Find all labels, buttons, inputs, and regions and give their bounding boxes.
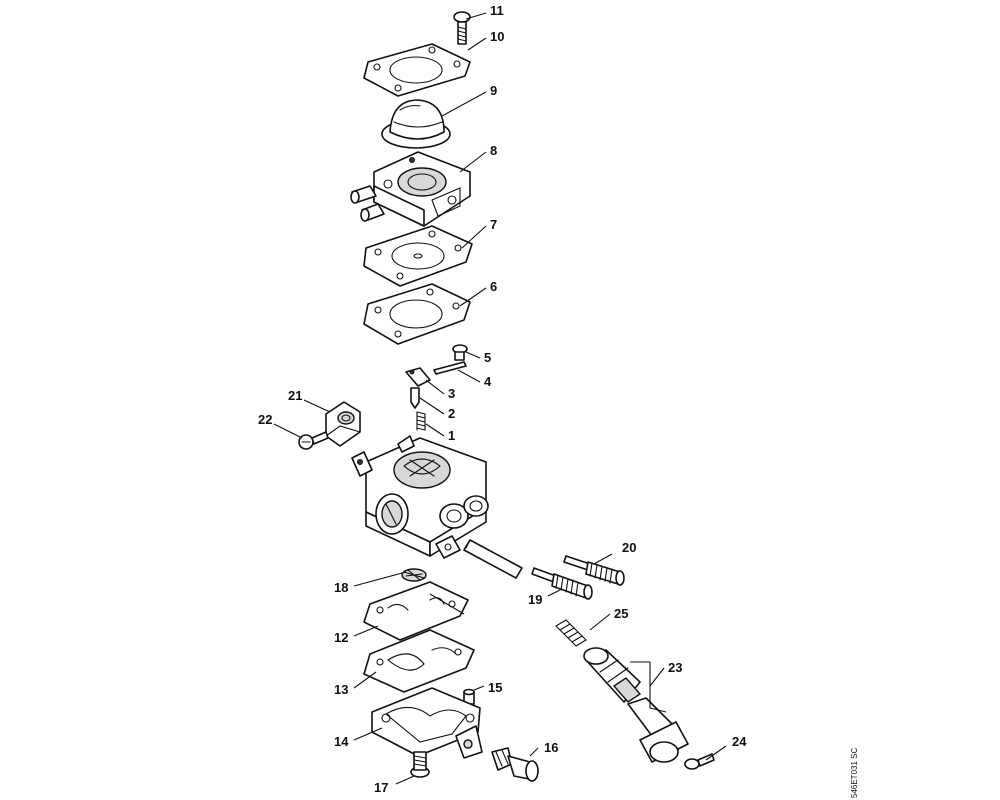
callout-17: 17: [374, 780, 388, 795]
callout-24: 24: [732, 734, 747, 749]
drawing-code: 546ET031 SC: [850, 748, 859, 798]
callout-22: 22: [258, 412, 272, 427]
callout-3: 3: [448, 386, 455, 401]
callout-10: 10: [490, 29, 504, 44]
part-3-lever: [405, 367, 431, 387]
callout-2: 2: [448, 406, 455, 421]
part-24-screw: [684, 753, 715, 770]
callout-16: 16: [544, 740, 558, 755]
part-9-primer-bulb: [381, 99, 451, 149]
callout-18: 18: [334, 580, 348, 595]
part-20-adjusting-screw: [563, 555, 625, 586]
part-21-clamp: [325, 401, 361, 447]
callout-8: 8: [490, 143, 497, 158]
part-22-screw: [298, 431, 329, 450]
part-15-plug: [463, 688, 475, 705]
callout-12: 12: [334, 630, 348, 645]
part-7-pump-diaphragm: [363, 225, 473, 287]
callout-numbers: 11 10 9 8 7 6 5 4 3 2 1 21 22 20 19 18 2…: [258, 3, 747, 795]
callout-9: 9: [490, 83, 497, 98]
callout-1: 1: [448, 428, 455, 443]
part-10-gasket: [363, 43, 471, 97]
part-5-screw: [452, 344, 468, 361]
part-11-screw: [453, 11, 471, 45]
part-6-gasket: [363, 283, 471, 345]
part-2-inlet-needle: [410, 387, 420, 409]
carburetor-body: [351, 435, 523, 579]
leader-lines: [273, 12, 727, 785]
callout-23: 23: [668, 660, 682, 675]
part-19-adjusting-screw: [531, 567, 593, 600]
callout-6: 6: [490, 279, 497, 294]
part-23-assembly: [583, 647, 689, 763]
part-18-strainer: [401, 568, 427, 582]
callout-25: 25: [614, 606, 628, 621]
callout-15: 15: [488, 680, 502, 695]
part-12-gasket: [363, 581, 469, 641]
part-8-pump-housing: [350, 151, 471, 227]
callout-7: 7: [490, 217, 497, 232]
callout-13: 13: [334, 682, 348, 697]
callout-5: 5: [484, 350, 491, 365]
callout-11: 11: [490, 3, 504, 18]
callout-20: 20: [622, 540, 636, 555]
callout-14: 14: [334, 734, 349, 749]
callout-19: 19: [528, 592, 542, 607]
part-14-end-cover: [371, 687, 483, 759]
part-17-screw: [410, 751, 430, 778]
part-1-spring: [416, 411, 426, 431]
part-25-spring: [555, 619, 587, 647]
part-16-screw: [491, 747, 539, 782]
part-4-pin: [433, 361, 467, 375]
part-13-diaphragm: [363, 629, 475, 693]
callout-21: 21: [288, 388, 302, 403]
callout-4: 4: [484, 374, 492, 389]
